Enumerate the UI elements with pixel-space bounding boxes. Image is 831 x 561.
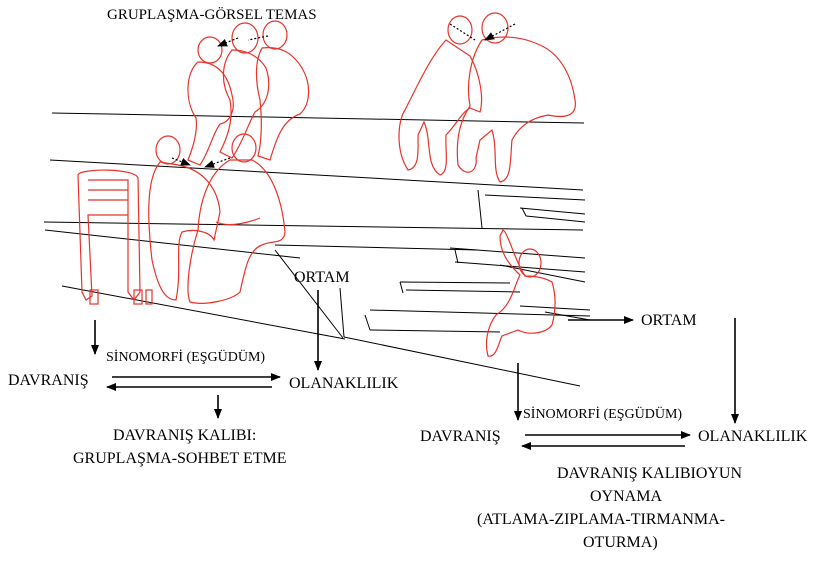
pattern-label-left-2: GRUPLAŞMA-SOHBET ETME — [73, 451, 287, 467]
ortam-label-left: ORTAM — [294, 270, 350, 286]
synomorphy-label-right: SİNOMORFİ (EŞGÜDÜM) — [523, 408, 682, 422]
flow-arrows — [95, 290, 735, 446]
steps-structure — [44, 113, 590, 386]
pattern-label-right-2: OYNAMA — [590, 489, 662, 505]
olanaklilik-label-right: OLANAKLILIK — [698, 429, 807, 445]
davranis-label-left: DAVRANIŞ — [8, 373, 89, 389]
seated-women-figures — [149, 134, 285, 303]
pattern-label-right-1: DAVRANIŞ KALIBIOYUN — [557, 466, 742, 482]
seated-men-figures — [399, 13, 575, 182]
figure-outlines — [78, 13, 575, 356]
upper-group-figures — [188, 21, 309, 165]
synomorphy-label-left: SİNOMORFİ (EŞGÜDÜM) — [106, 351, 265, 365]
olanaklilik-label-left: OLANAKLILIK — [289, 376, 398, 392]
pattern-label-right-4: OTURMA) — [583, 535, 658, 551]
ortam-label-right: ORTAM — [641, 313, 697, 329]
pattern-label-left-1: DAVRANIŞ KALIBI: — [113, 428, 256, 444]
stroller-figure — [78, 170, 152, 304]
davranis-label-right: DAVRANIŞ — [420, 429, 501, 445]
diagram-title: GRUPLAŞMA-GÖRSEL TEMAS — [107, 8, 317, 23]
pattern-label-right-3: (ATLAMA-ZIPLAMA-TIRMANMA- — [477, 512, 725, 528]
child-figure — [487, 230, 555, 356]
